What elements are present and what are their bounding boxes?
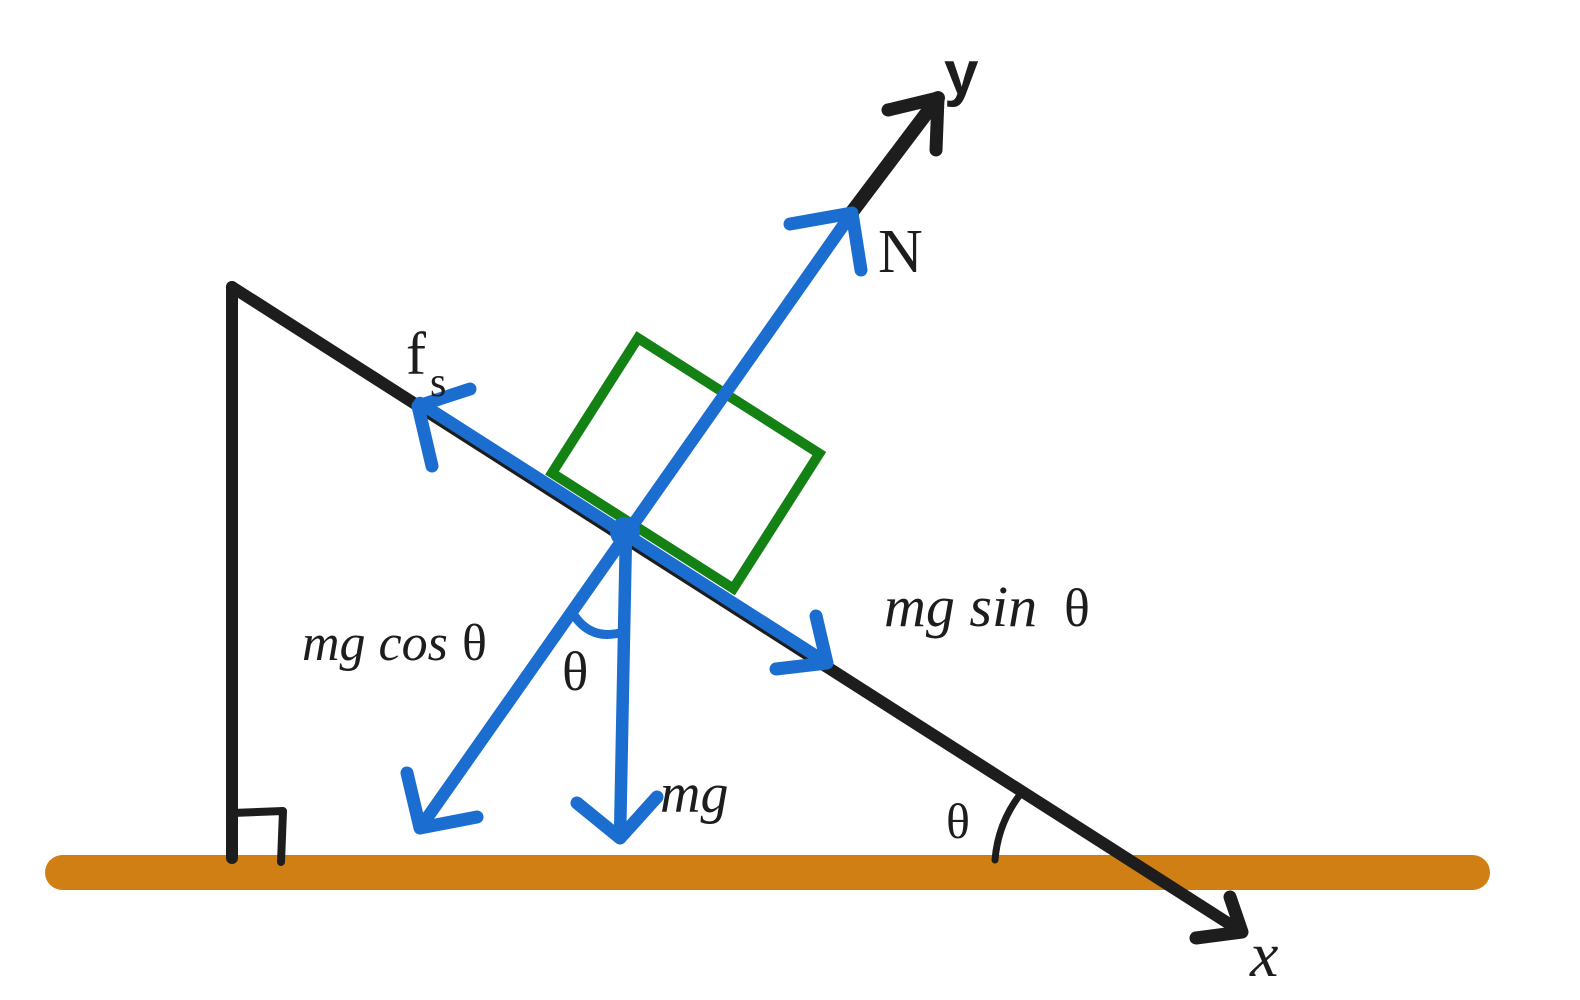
friction-vector-arrowhead — [411, 382, 477, 473]
y-axis-arrowhead — [881, 91, 945, 157]
normal-vector-arrowhead — [783, 206, 868, 277]
y-axis-line — [845, 91, 945, 219]
mg-cos-vector-arrowhead — [400, 766, 484, 835]
mg-cos-label: mg cos — [302, 615, 448, 672]
mg-sin-vector-arrowhead — [769, 609, 834, 676]
ground-bar — [45, 855, 1490, 890]
friction-label-base: f — [406, 321, 426, 387]
theta-label-between-vectors: θ — [562, 641, 588, 702]
weight-vector-shaft — [613, 526, 633, 845]
normal-force-label: N — [878, 218, 923, 286]
y-axis-label: y — [944, 39, 979, 108]
incline-angle-arc — [991, 788, 1026, 864]
right-angle-marker — [228, 807, 287, 866]
block-outline — [545, 331, 827, 596]
friction-label-subscript: s — [430, 360, 446, 406]
force-origin-dot — [610, 517, 640, 547]
theta-label-mg-sin: θ — [1064, 578, 1090, 638]
theta-label-mg-cos: θ — [462, 615, 487, 672]
x-axis-label: x — [1249, 919, 1278, 990]
weight-vector-arrowhead — [570, 790, 664, 845]
mg-sin-label: mg sin — [884, 574, 1037, 639]
x-axis-arrowhead — [1189, 890, 1249, 945]
theta-label-incline-angle: θ — [946, 793, 970, 849]
normal-axis-vector-shaft — [413, 206, 859, 835]
weight-label: mg — [660, 763, 728, 825]
theta-arc-between-vectors — [567, 607, 628, 639]
